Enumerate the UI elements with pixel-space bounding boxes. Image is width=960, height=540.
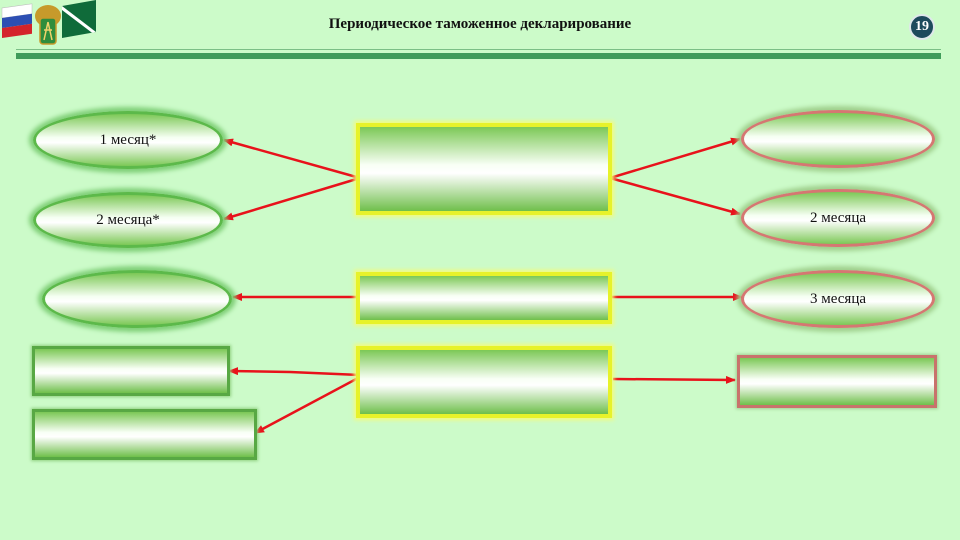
left-box-2 bbox=[32, 409, 257, 460]
right-oval-3-label: 3 месяца bbox=[809, 290, 866, 307]
page-title: Периодическое таможенное декларирование bbox=[328, 16, 632, 32]
left-oval-2-label: 2 месяца* bbox=[96, 211, 160, 228]
right-oval-2-label: 2 месяца bbox=[809, 209, 866, 226]
center-box-2 bbox=[356, 272, 612, 324]
right-oval-3: 3 месяца bbox=[741, 270, 935, 328]
flags-emblem-icon bbox=[1, 0, 96, 45]
right-oval-1 bbox=[741, 110, 935, 168]
left-box-1 bbox=[32, 346, 230, 396]
header-divider-bar bbox=[16, 53, 941, 59]
arrow-to-right-oval-1 bbox=[609, 137, 741, 180]
left-oval-2: 2 месяца* bbox=[33, 192, 223, 248]
header-divider-thin bbox=[16, 49, 941, 50]
arrow-to-left-oval-1 bbox=[223, 138, 361, 180]
arrow-to-right-box-1 bbox=[612, 375, 736, 384]
arrow-to-right-oval-2 bbox=[609, 176, 741, 216]
center-box-1 bbox=[356, 123, 612, 215]
arrow-to-left-box-1 bbox=[228, 367, 361, 377]
right-oval-2: 2 месяца bbox=[741, 189, 935, 247]
left-oval-1: 1 месяц* bbox=[33, 111, 223, 169]
left-oval-3 bbox=[42, 270, 232, 328]
left-oval-1-label: 1 месяц* bbox=[99, 131, 157, 148]
right-box-1 bbox=[737, 355, 937, 408]
arrow-to-left-box-2 bbox=[254, 375, 361, 435]
arrow-to-left-oval-2 bbox=[223, 176, 361, 221]
page-number-badge: 19 bbox=[909, 14, 935, 40]
center-box-3 bbox=[356, 346, 612, 418]
